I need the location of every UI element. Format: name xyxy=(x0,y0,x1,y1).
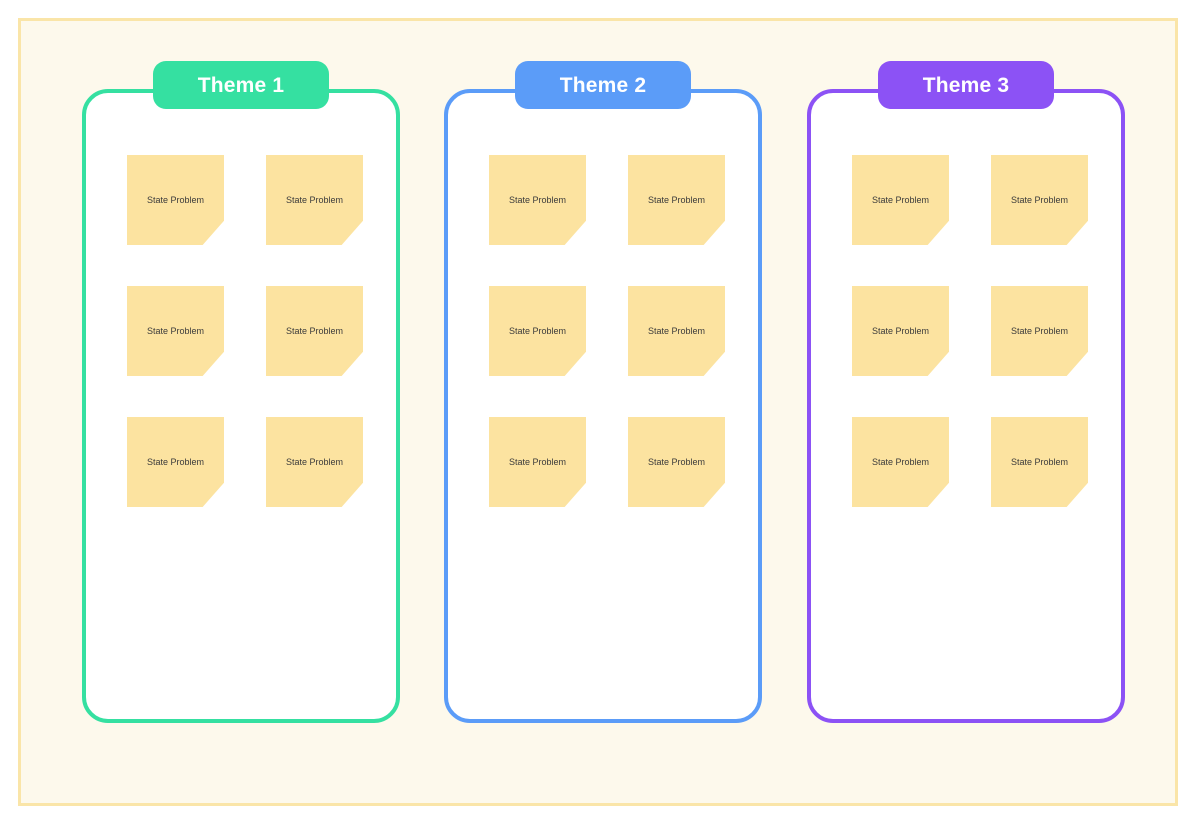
theme-card-1[interactable]: State Problem State Problem State Proble… xyxy=(82,89,400,723)
sticky-note[interactable]: State Problem xyxy=(127,155,224,245)
sticky-note[interactable]: State Problem xyxy=(127,286,224,376)
sticky-note-label: State Problem xyxy=(871,325,930,336)
sticky-note[interactable]: State Problem xyxy=(628,155,725,245)
theme-badge-label: Theme 1 xyxy=(197,73,285,97)
sticky-note-label: State Problem xyxy=(647,325,706,336)
sticky-note-label: State Problem xyxy=(647,194,706,205)
sticky-note[interactable]: State Problem xyxy=(991,417,1088,507)
theme-badge-2[interactable]: Theme 2 xyxy=(515,61,691,109)
theme-badge-1[interactable]: Theme 1 xyxy=(153,61,329,109)
sticky-note-label: State Problem xyxy=(146,325,205,336)
theme-card-3[interactable]: State Problem State Problem State Proble… xyxy=(807,89,1125,723)
sticky-note[interactable]: State Problem xyxy=(852,417,949,507)
sticky-note[interactable]: State Problem xyxy=(266,417,363,507)
sticky-note[interactable]: State Problem xyxy=(489,155,586,245)
sticky-note-label: State Problem xyxy=(285,194,344,205)
theme-badge-3[interactable]: Theme 3 xyxy=(878,61,1054,109)
sticky-note-label: State Problem xyxy=(285,325,344,336)
sticky-note[interactable]: State Problem xyxy=(489,286,586,376)
sticky-note[interactable]: State Problem xyxy=(991,155,1088,245)
sticky-note-label: State Problem xyxy=(508,325,567,336)
theme-badge-label: Theme 2 xyxy=(559,73,647,97)
sticky-note-label: State Problem xyxy=(1010,325,1069,336)
sticky-note[interactable]: State Problem xyxy=(852,155,949,245)
sticky-notes-grid-3: State Problem State Problem State Proble… xyxy=(852,155,1088,507)
sticky-note-label: State Problem xyxy=(1010,194,1069,205)
sticky-note[interactable]: State Problem xyxy=(628,417,725,507)
sticky-note-label: State Problem xyxy=(1010,456,1069,467)
sticky-note[interactable]: State Problem xyxy=(127,417,224,507)
sticky-note[interactable]: State Problem xyxy=(991,286,1088,376)
sticky-note[interactable]: State Problem xyxy=(489,417,586,507)
theme-column-3: State Problem State Problem State Proble… xyxy=(807,61,1125,723)
theme-card-2[interactable]: State Problem State Problem State Proble… xyxy=(444,89,762,723)
sticky-note-label: State Problem xyxy=(871,194,930,205)
sticky-notes-grid-1: State Problem State Problem State Proble… xyxy=(127,155,363,507)
sticky-note-label: State Problem xyxy=(871,456,930,467)
sticky-note[interactable]: State Problem xyxy=(628,286,725,376)
sticky-note-label: State Problem xyxy=(146,456,205,467)
sticky-note[interactable]: State Problem xyxy=(266,155,363,245)
sticky-note-label: State Problem xyxy=(647,456,706,467)
theme-column-1: State Problem State Problem State Proble… xyxy=(82,61,400,723)
theme-column-2: State Problem State Problem State Proble… xyxy=(444,61,762,723)
sticky-note[interactable]: State Problem xyxy=(852,286,949,376)
affinity-board-frame: State Problem State Problem State Proble… xyxy=(18,18,1178,806)
sticky-note[interactable]: State Problem xyxy=(266,286,363,376)
sticky-note-label: State Problem xyxy=(146,194,205,205)
theme-badge-label: Theme 3 xyxy=(922,73,1010,97)
sticky-note-label: State Problem xyxy=(508,194,567,205)
sticky-notes-grid-2: State Problem State Problem State Proble… xyxy=(489,155,725,507)
theme-columns-container: State Problem State Problem State Proble… xyxy=(21,21,1175,803)
sticky-note-label: State Problem xyxy=(285,456,344,467)
sticky-note-label: State Problem xyxy=(508,456,567,467)
